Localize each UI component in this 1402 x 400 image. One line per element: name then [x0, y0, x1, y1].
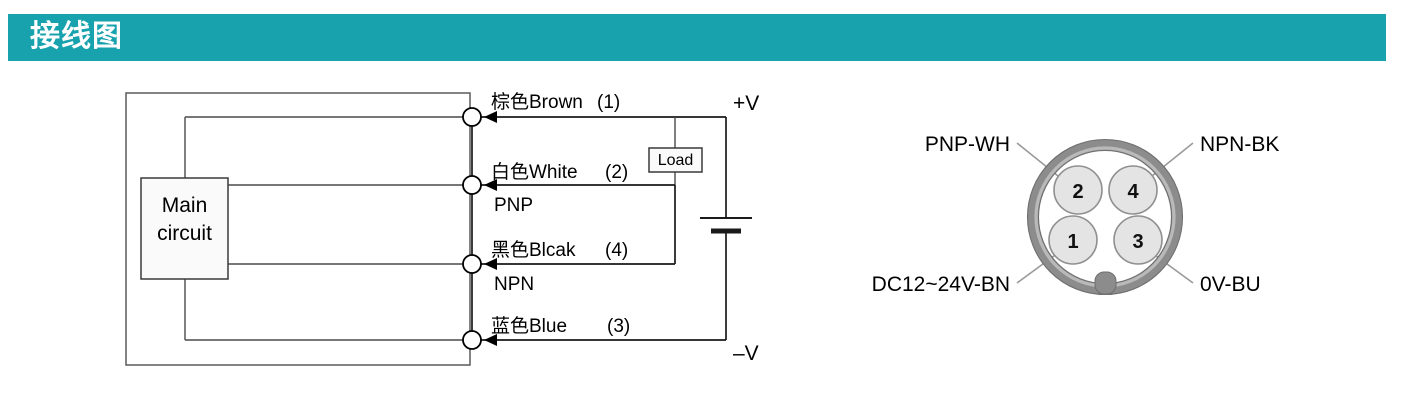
terminal-pin-white: (2) [605, 162, 628, 183]
leader-line-pnp-wh [1016, 142, 1064, 181]
terminal-sub-white: PNP [494, 195, 533, 216]
pin-number-2: 2 [1072, 181, 1083, 203]
dc-supply-symbol [700, 217, 752, 234]
main-circuit-label-line1: Main [162, 194, 208, 217]
terminal-black[interactable] [462, 254, 497, 274]
terminal-label-brown: 棕色Brown [491, 91, 583, 113]
rail-label-positive: +V [733, 92, 759, 115]
leader-line-npn-bk [1146, 142, 1194, 181]
rail-label-negative: –V [733, 342, 759, 365]
terminal-brown[interactable] [462, 107, 497, 127]
main-circuit-label-line2: circuit [157, 222, 212, 245]
terminal-sub-black: NPN [494, 274, 534, 295]
connector-ring-highlight [1034, 146, 1176, 288]
connector-keyway-notch [1094, 271, 1117, 295]
main-circuit-block [140, 177, 229, 280]
terminal-pin-blue: (3) [607, 316, 630, 337]
terminal-pin-black: (4) [605, 240, 628, 261]
sensor-housing-outline [125, 92, 471, 366]
pin-number-1: 1 [1067, 231, 1078, 253]
sensor-circuit-schematic: Main circuit Load [125, 91, 759, 366]
connector-label-npn-bk: NPN-BK [1200, 133, 1279, 156]
terminal-pin-brown: (1) [597, 92, 620, 113]
connector-ring-inner-edge [1037, 149, 1173, 285]
terminal-white[interactable] [462, 175, 497, 195]
page-title: 接线图 [30, 20, 123, 53]
load-block [648, 147, 703, 173]
terminal-label-blue: 蓝色Blue [491, 315, 567, 337]
section-header-bar [8, 14, 1386, 61]
connector-label-dc-bn: DC12~24V-BN [872, 273, 1010, 296]
pin-number-3: 3 [1132, 231, 1143, 253]
connector-ring-body [1027, 139, 1183, 295]
terminal-label-black: 黑色Blcak [491, 239, 576, 261]
connector-pin-2[interactable]: 2 [1053, 165, 1103, 215]
connector-pinout-diagram: 2 4 1 3 PNP-WH NPN-BK DC12~24V-BN 0V-BU [872, 133, 1280, 296]
pin-number-4: 4 [1127, 181, 1139, 203]
connector-pin-3[interactable]: 3 [1113, 215, 1163, 265]
terminal-blue[interactable] [462, 330, 497, 350]
connector-pin-4[interactable]: 4 [1108, 165, 1158, 215]
connector-label-pnp-wh: PNP-WH [925, 133, 1010, 156]
terminal-label-white: 白色White [491, 161, 578, 183]
connector-pin-1[interactable]: 1 [1048, 215, 1098, 265]
load-label: Load [658, 152, 694, 169]
connector-label-0v-bu: 0V-BU [1200, 273, 1261, 296]
